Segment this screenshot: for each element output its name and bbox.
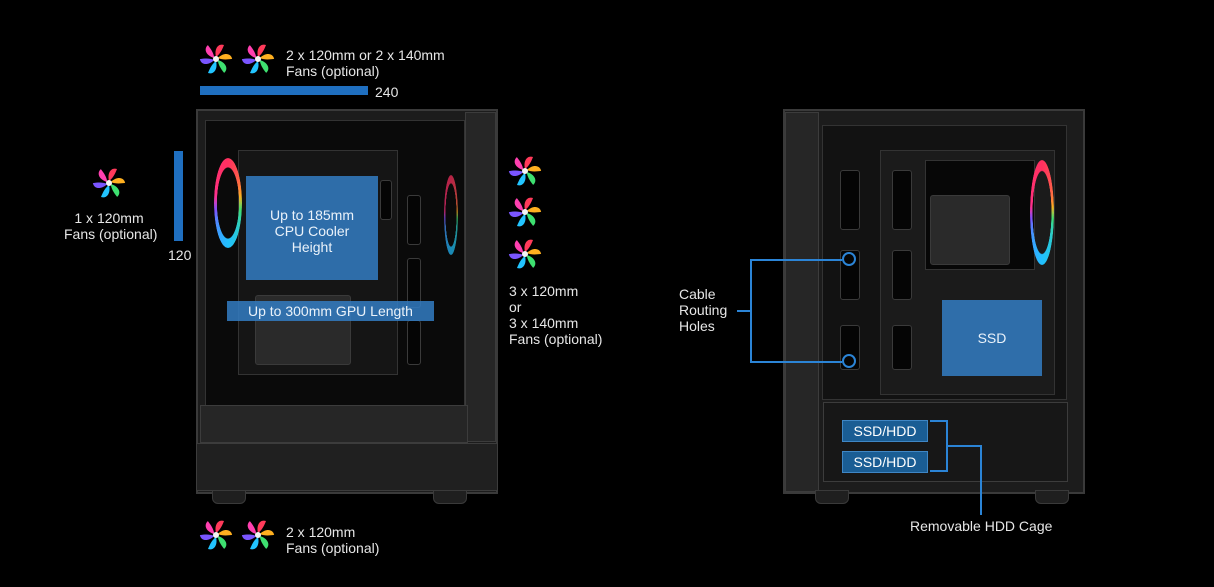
rgb-fan-icon (199, 518, 233, 552)
routing-hole-marker (842, 252, 856, 266)
routing-hole (892, 250, 912, 300)
top-dimension-bar (200, 86, 368, 95)
rgb-fan-icon (199, 42, 233, 76)
left-dimension-bar (174, 151, 183, 241)
rgb-fan-icon (92, 166, 126, 200)
callout-line (737, 310, 751, 312)
hdd-cage-label: Removable HDD Cage (910, 518, 1053, 534)
cpu-cooler-line3: Height (291, 239, 333, 255)
callout-line (930, 470, 948, 472)
callout-line (980, 445, 982, 515)
front-panel-edge (465, 112, 496, 442)
routing-hole (892, 325, 912, 370)
rgb-fan-icon (508, 154, 542, 188)
hdd-tray-tag: SSD/HDD (842, 420, 928, 442)
callout-line (930, 420, 948, 422)
top-dimension-value: 240 (375, 84, 399, 100)
routing-slot (407, 195, 421, 245)
top-fans-optional: Fans (optional) (286, 63, 380, 79)
case-foot (212, 490, 246, 504)
routing-hole-marker (842, 354, 856, 368)
right-fans-or: or (509, 299, 522, 315)
rear-panel-edge (785, 112, 819, 492)
hdd-tray-tag: SSD/HDD (842, 451, 928, 473)
top-fans-spec: 2 x 120mm or 2 x 140mm (286, 47, 445, 63)
case-foot (1035, 490, 1069, 504)
callout-line (750, 259, 842, 261)
callout-line (750, 361, 842, 363)
callout-line (946, 445, 982, 447)
installed-rgb-fan (214, 158, 242, 248)
installed-rgb-fan (444, 175, 458, 255)
callout-line (946, 420, 948, 446)
routing-slot (380, 180, 392, 220)
left-dimension-value: 120 (168, 247, 192, 263)
cpu-cooler-line2: CPU Cooler (274, 223, 350, 239)
cpu-cooler-line1: Up to 185mm (269, 207, 355, 223)
case-foot (433, 490, 467, 504)
callout-line (750, 259, 752, 362)
case-foot (815, 490, 849, 504)
cable-label-line3: Holes (679, 318, 715, 334)
right-fans-spec-alt: 3 x 140mm (509, 315, 579, 331)
gpu-length-bar: Up to 300mm GPU Length (227, 301, 434, 321)
cable-label-line2: Routing (679, 302, 728, 318)
cpu-cooler-clearance-box: Up to 185mm CPU Cooler Height (246, 176, 378, 280)
psu-shroud (200, 405, 468, 443)
left-fans-spec: 1 x 120mm (74, 210, 144, 226)
rgb-fan-icon (241, 518, 275, 552)
ssd-mount-area: SSD (942, 300, 1042, 376)
rgb-fan-icon (508, 237, 542, 271)
rgb-fan-icon (241, 42, 275, 76)
bottom-fans-spec: 2 x 120mm (286, 524, 356, 540)
left-fans-optional: Fans (optional) (64, 226, 158, 242)
bottom-fans-optional: Fans (optional) (286, 540, 380, 556)
case-base (196, 443, 498, 491)
right-fans-optional: Fans (optional) (509, 331, 603, 347)
right-fans-spec: 3 x 120mm (509, 283, 579, 299)
rgb-fan-icon (508, 195, 542, 229)
cpu-backplate-area (930, 195, 1010, 265)
routing-slot (407, 320, 421, 365)
callout-line (946, 445, 948, 472)
routing-hole (840, 170, 860, 230)
installed-rgb-fan (1030, 160, 1054, 265)
routing-hole (892, 170, 912, 230)
cable-label-line1: Cable (679, 286, 716, 302)
